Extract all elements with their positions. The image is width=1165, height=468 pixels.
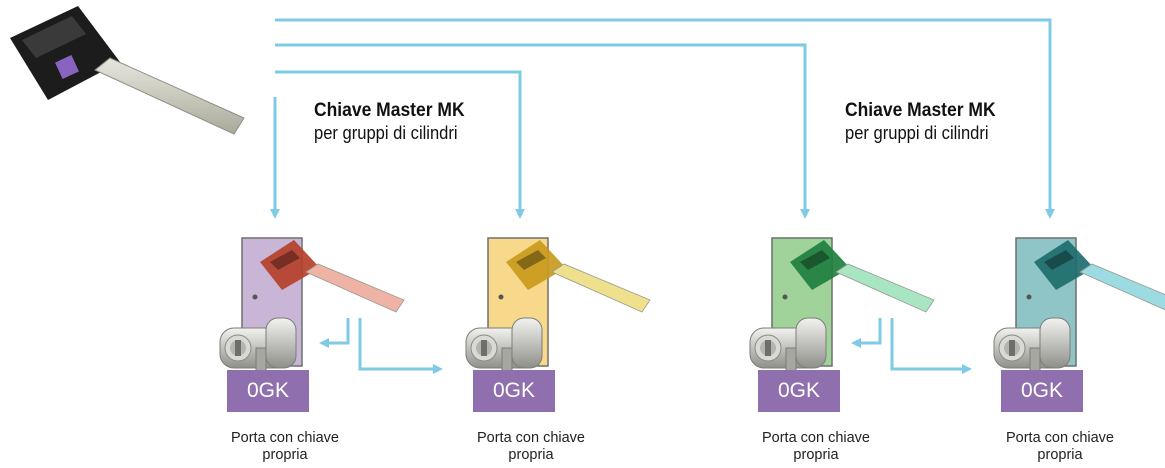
- caption-line: propria: [508, 447, 554, 463]
- caption-line: Porta con chiave: [1005, 430, 1114, 446]
- door-caption: Porta con chiave propria: [980, 430, 1140, 464]
- cylinder-badge: 0GK: [1001, 370, 1083, 412]
- heading-right: Chiave Master MK per gruppi di cilindri: [845, 100, 1009, 144]
- connector-arrow: [319, 318, 350, 348]
- door-icon: [219, 237, 405, 373]
- caption-line: Porta con chiave: [761, 430, 870, 446]
- master-key-icon: [10, 6, 245, 135]
- heading-title: Chiave Master MK: [314, 100, 465, 121]
- arrow-icon: [270, 18, 1055, 374]
- heading-title: Chiave Master MK: [845, 100, 996, 121]
- cylinder-badge: 0GK: [227, 370, 309, 412]
- cylinder-badge: 0GK: [473, 370, 555, 412]
- caption-line: Porta con chiave: [476, 430, 585, 446]
- caption-line: Porta con chiave: [230, 430, 339, 446]
- door-caption: Porta con chiave propria: [451, 430, 611, 464]
- connector-arrow: [358, 318, 443, 374]
- caption-line: propria: [262, 447, 308, 463]
- color-key-icon: [1034, 240, 1165, 311]
- door-icon: [465, 237, 651, 373]
- color-key-icon: [790, 240, 935, 313]
- door-caption: Porta con chiave propria: [205, 430, 365, 464]
- connector-arrow: [851, 318, 882, 348]
- door-icon: [749, 237, 935, 373]
- color-key-icon: [260, 240, 405, 313]
- connector-arrow: [890, 318, 972, 374]
- door-icon: [993, 237, 1165, 373]
- connector-arrow: [275, 43, 810, 219]
- caption-line: propria: [1037, 447, 1083, 463]
- connector-arrow: [275, 18, 1055, 219]
- caption-line: propria: [793, 447, 839, 463]
- cylinder-badge: 0GK: [758, 370, 840, 412]
- door-caption: Porta con chiave propria: [736, 430, 896, 464]
- connector-arrow: [275, 70, 525, 219]
- heading-subtitle: per gruppi di cilindri: [845, 123, 989, 143]
- color-key-icon: [506, 240, 651, 313]
- heading-subtitle: per gruppi di cilindri: [314, 123, 458, 143]
- heading-left: Chiave Master MK per gruppi di cilindri: [314, 100, 478, 144]
